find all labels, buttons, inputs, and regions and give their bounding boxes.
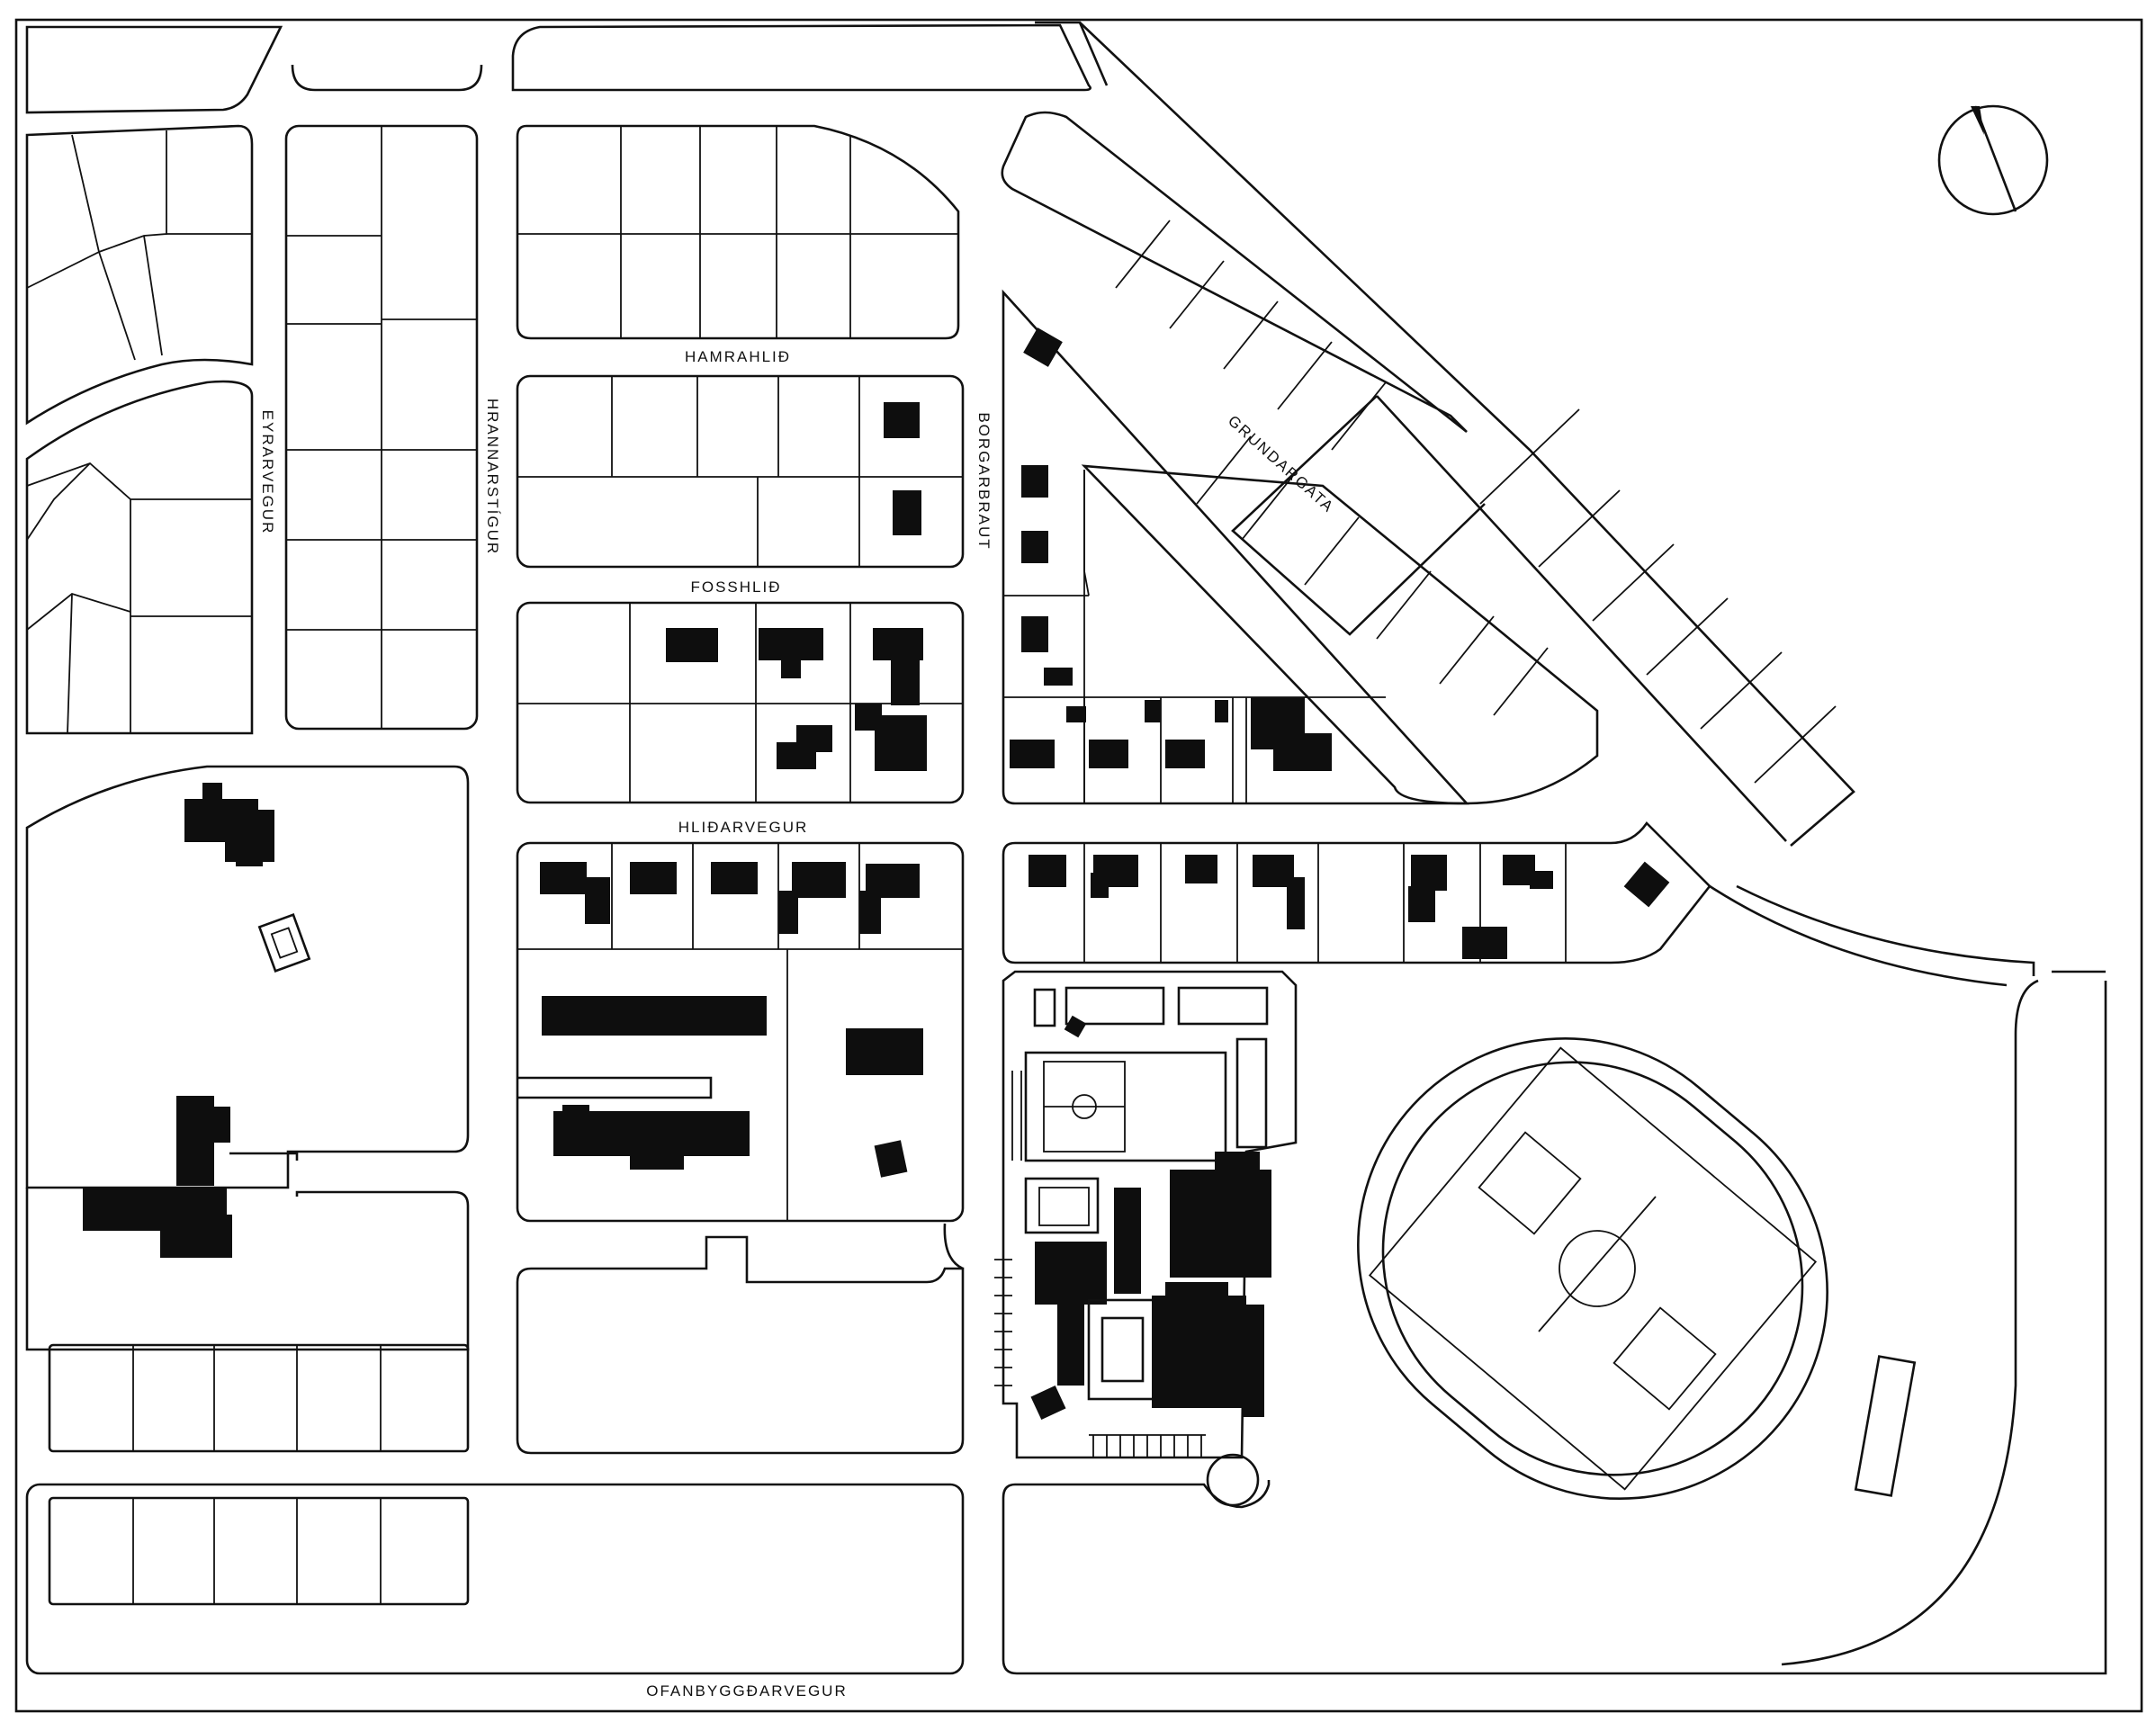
sports-field <box>1357 1036 1917 1501</box>
hlidarvegur-east-row <box>1002 821 1711 964</box>
grundargata-lots <box>1001 111 1599 805</box>
street-label-hlidarvegur: HLIÐARVEGUR <box>678 819 809 836</box>
street-label-hrannarstigur: HRANNARSTÍGUR <box>484 399 501 555</box>
grundargata-east-strip <box>1079 22 1855 847</box>
hrannarstigur-block <box>284 124 479 731</box>
southwest-lots <box>25 1188 965 1675</box>
hlidarvegur-north-block <box>516 601 965 804</box>
hamrahlid-block <box>516 124 960 340</box>
west-blocks <box>25 124 254 735</box>
east-road-curve <box>1035 21 2035 987</box>
street-label-hamrahlid: HAMRAHLIÐ <box>685 348 791 365</box>
lower-center-block <box>516 1223 965 1455</box>
west-school-block <box>25 765 470 1258</box>
southeast-block <box>1002 970 2107 1675</box>
central-school-complex <box>994 970 1298 1507</box>
fosshlid-block <box>516 374 965 569</box>
map-frame <box>14 18 2143 1713</box>
street-label-borgarbraut: BORGARBRAUT <box>975 412 993 550</box>
top-blocks <box>25 23 1091 114</box>
street-label-grundargata: GRUNDARGATA <box>1225 412 1337 516</box>
street-label-fosshlid: FOSSHLIÐ <box>690 578 781 596</box>
borgarbraut-triangle <box>1002 289 1469 805</box>
street-label-eyrarvegur: EYRARVEGUR <box>259 410 276 535</box>
north-arrow-icon <box>1937 104 2049 216</box>
street-label-ofanbyggdarvegur: OFANBYGGÐARVEGUR <box>646 1682 847 1700</box>
hlidarvegur-south-block <box>516 841 965 1223</box>
